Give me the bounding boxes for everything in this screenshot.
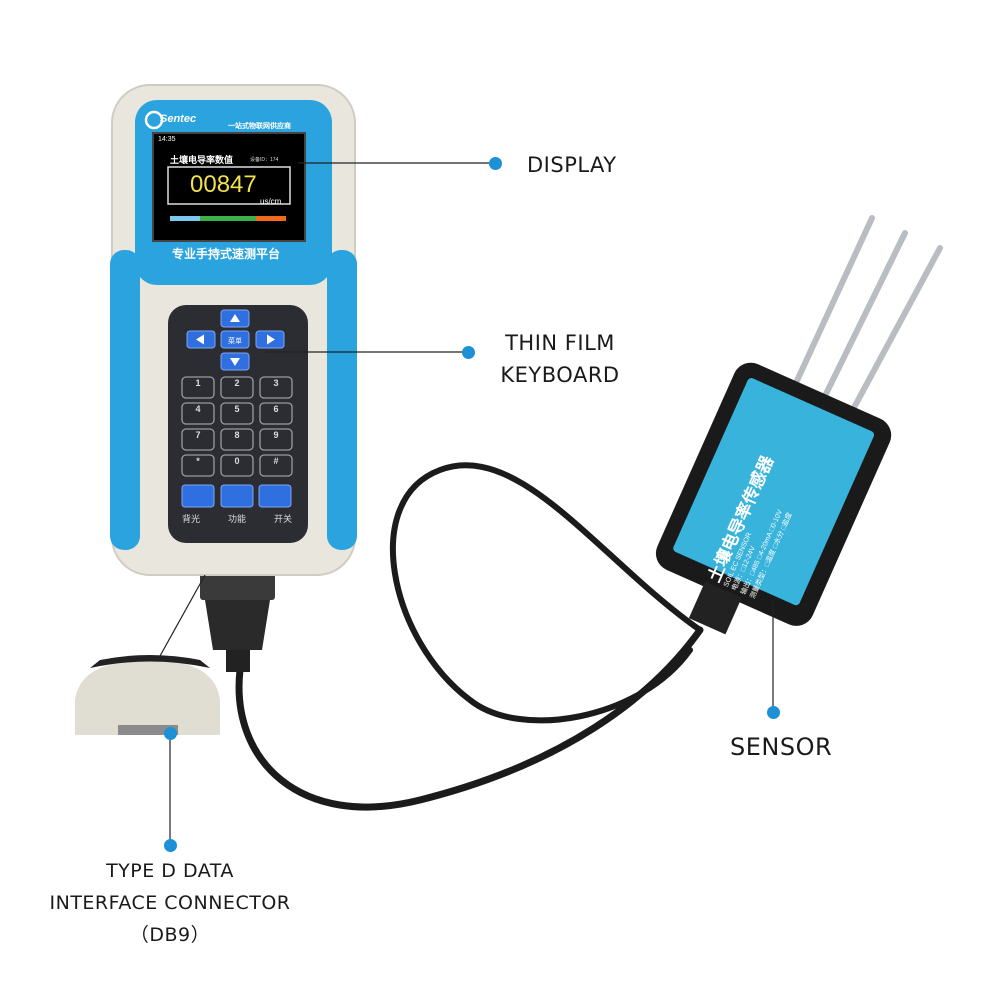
keyboard-callout: THIN FILM KEYBOARD bbox=[490, 327, 630, 391]
screen-unit: us/cm bbox=[260, 197, 282, 206]
keypad-key[interactable] bbox=[220, 454, 254, 477]
menu-key[interactable]: 菜单 bbox=[228, 338, 242, 345]
key-label: 0 bbox=[234, 456, 240, 466]
connector-callout-line1: TYPE D DATA bbox=[106, 860, 234, 882]
inset-dot bbox=[164, 727, 177, 740]
keypad-key[interactable] bbox=[181, 454, 215, 477]
power-label: 开关 bbox=[273, 514, 292, 524]
key-label: 1 bbox=[195, 378, 201, 388]
connector-inset bbox=[75, 655, 220, 735]
screen-device-id: 设备ID：174 bbox=[250, 157, 279, 163]
key-label: 8 bbox=[234, 430, 240, 440]
cable bbox=[235, 462, 704, 811]
key-label: * bbox=[196, 456, 200, 466]
screen-value: 00847 bbox=[190, 171, 257, 198]
keypad-key[interactable] bbox=[259, 402, 293, 425]
key-label: 4 bbox=[195, 404, 201, 414]
keyboard-callout-line2: KEYBOARD bbox=[500, 363, 620, 387]
keypad-key[interactable] bbox=[259, 376, 293, 399]
keypad-key[interactable] bbox=[259, 454, 293, 477]
func-key-labels: 背光 功能 开关 bbox=[182, 512, 292, 525]
sensor-dot bbox=[767, 706, 780, 719]
backlight-label: 背光 bbox=[182, 514, 201, 524]
keypad-key[interactable] bbox=[220, 402, 254, 425]
sensor-probes bbox=[792, 215, 943, 418]
connector-dot bbox=[164, 839, 177, 852]
screen-time: 14:35 bbox=[158, 136, 176, 143]
key-label: 2 bbox=[234, 378, 240, 388]
keyboard-dot bbox=[462, 346, 475, 359]
key-label: 6 bbox=[273, 404, 279, 414]
platform-label: 专业手持式速测平台 bbox=[172, 247, 281, 261]
keypad-key[interactable] bbox=[259, 428, 293, 451]
display-dot bbox=[489, 157, 502, 170]
connector-callout-line2: INTERFACE CONNECTOR bbox=[49, 892, 291, 914]
display-callout: DISPLAY bbox=[527, 153, 617, 177]
callout-lines bbox=[154, 162, 774, 845]
key-label: 7 bbox=[195, 430, 201, 440]
function-label: 功能 bbox=[227, 514, 246, 524]
db9-connector bbox=[200, 572, 275, 672]
keypad-key[interactable] bbox=[181, 428, 215, 451]
keypad-key[interactable] bbox=[181, 402, 215, 425]
screen-title: 土壤电导率数值 bbox=[170, 155, 234, 165]
keypad-key[interactable] bbox=[220, 428, 254, 451]
key-label: 3 bbox=[273, 378, 279, 388]
key-label: 5 bbox=[234, 404, 240, 414]
keypad-key[interactable] bbox=[181, 376, 215, 399]
handheld-device bbox=[110, 84, 357, 576]
key-label: # bbox=[273, 456, 279, 466]
key-label: 9 bbox=[273, 430, 279, 440]
connector-callout-line3: （DB9） bbox=[129, 924, 211, 946]
connector-callout: TYPE D DATA INTERFACE CONNECTOR （DB9） bbox=[20, 855, 320, 951]
sensor-body bbox=[655, 362, 892, 635]
keyboard-callout-line1: THIN FILM bbox=[505, 331, 615, 355]
sensor-callout: SENSOR bbox=[730, 733, 833, 761]
slogan: 一站式物联网供应商 bbox=[228, 123, 291, 130]
brand-logo: Sentec bbox=[160, 113, 197, 125]
keypad-key[interactable] bbox=[220, 376, 254, 399]
